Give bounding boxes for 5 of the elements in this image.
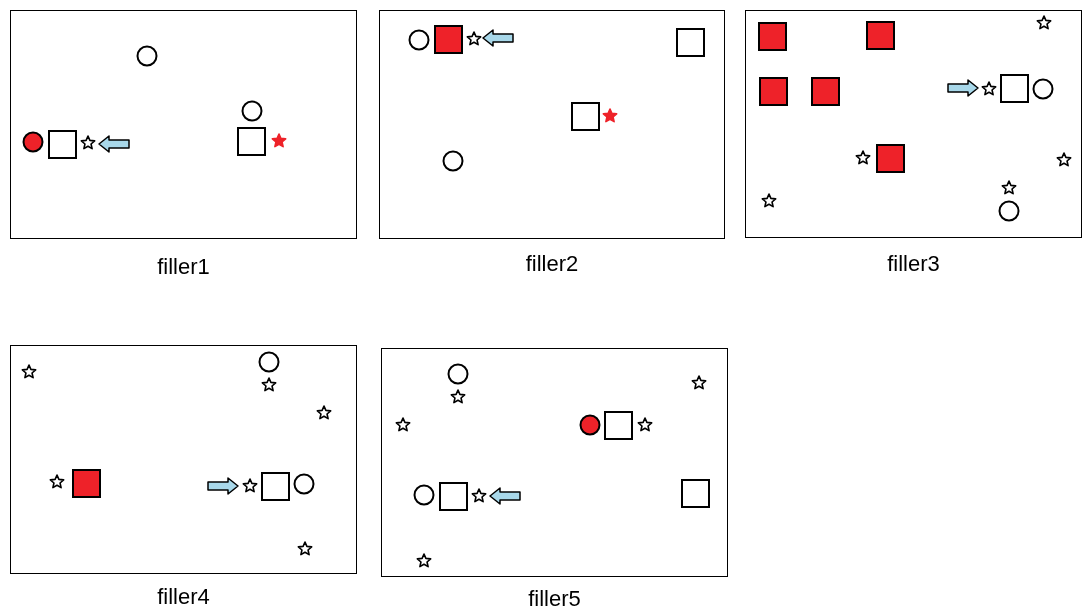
panel-caption: filler5 — [528, 586, 581, 608]
panel-caption: filler3 — [887, 251, 940, 277]
panel-caption: filler1 — [157, 254, 210, 280]
panel-caption: filler2 — [525, 251, 579, 277]
panel-caption: filler4 — [157, 584, 210, 608]
